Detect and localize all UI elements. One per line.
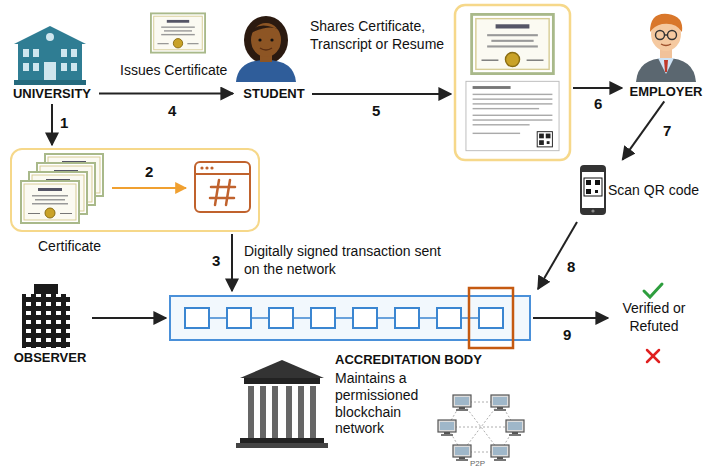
arrow: [573, 87, 622, 89]
connector-arrow: [623, 101, 665, 159]
arrow: [312, 93, 451, 95]
arrow: [538, 222, 577, 289]
arrow: [92, 317, 166, 319]
node-text: STUDENT: [236, 86, 312, 101]
observer-icon: [22, 284, 70, 348]
node-text: OBSERVER: [8, 350, 92, 365]
callout-number: 7: [663, 122, 671, 139]
shared-documents-box: [455, 5, 570, 160]
callout-number: 3: [212, 252, 220, 269]
node-text: UNIVERSITY: [8, 86, 96, 101]
callout-number: 5: [372, 102, 380, 119]
text-label: Shares Certificate, Transcript or Resume: [310, 18, 458, 53]
edge-label: Issues Certificate: [120, 62, 227, 78]
qr-scan-node: Scan QR code: [576, 162, 704, 218]
callout-number: 4: [168, 102, 176, 119]
accreditation-building-icon: [236, 360, 328, 448]
callout-number: 2: [145, 163, 153, 180]
result-node: Verified or Refuted: [612, 300, 696, 335]
certificate-icon: [21, 181, 79, 223]
university-icon: [14, 26, 86, 85]
hash-window-icon: [195, 162, 250, 212]
employer-icon: [636, 14, 696, 82]
connector-arrow: [51, 104, 53, 145]
p2p-network-icon: [438, 395, 524, 461]
node-label: OBSERVER: [8, 350, 92, 365]
node-text: Maintains a permissioned blockchain netw…: [335, 370, 435, 437]
check-mark: [644, 284, 662, 297]
hash-arrow: [112, 187, 186, 189]
certificate-box: Certificate: [10, 148, 260, 254]
certificate-icon: [151, 13, 205, 52]
node-label: STUDENT: [236, 86, 312, 101]
arrow: [231, 234, 233, 291]
node-text: Certificate: [10, 232, 260, 254]
transcript-icon: [466, 81, 559, 150]
certificate-frame: [10, 148, 260, 232]
text-label: P2P: [470, 459, 485, 468]
connector-arrow: [99, 93, 233, 95]
cross-mark: [647, 350, 659, 362]
callout-number: 8: [567, 258, 575, 275]
node-heading: ACCREDITATION BODY: [335, 352, 502, 367]
node-text: Verified or Refuted: [612, 300, 696, 335]
node-label: UNIVERSITY: [8, 86, 96, 101]
text-label: Digitally signed transaction sent on the…: [244, 243, 442, 278]
accreditation-node: ACCREDITATION BODY Maintains a permission…: [335, 352, 502, 437]
node-label: EMPLOYER: [626, 84, 706, 99]
callout-number: 1: [60, 114, 68, 131]
phone-icon: [580, 165, 606, 215]
blockchain: [170, 288, 530, 348]
node-text: Scan QR code: [608, 182, 699, 198]
callout-number: 9: [563, 326, 571, 343]
arrow: [533, 317, 608, 319]
certificate-icon: [472, 14, 554, 73]
student-icon: [236, 16, 296, 82]
node-text: EMPLOYER: [626, 84, 706, 99]
callout-number: 6: [594, 95, 602, 112]
